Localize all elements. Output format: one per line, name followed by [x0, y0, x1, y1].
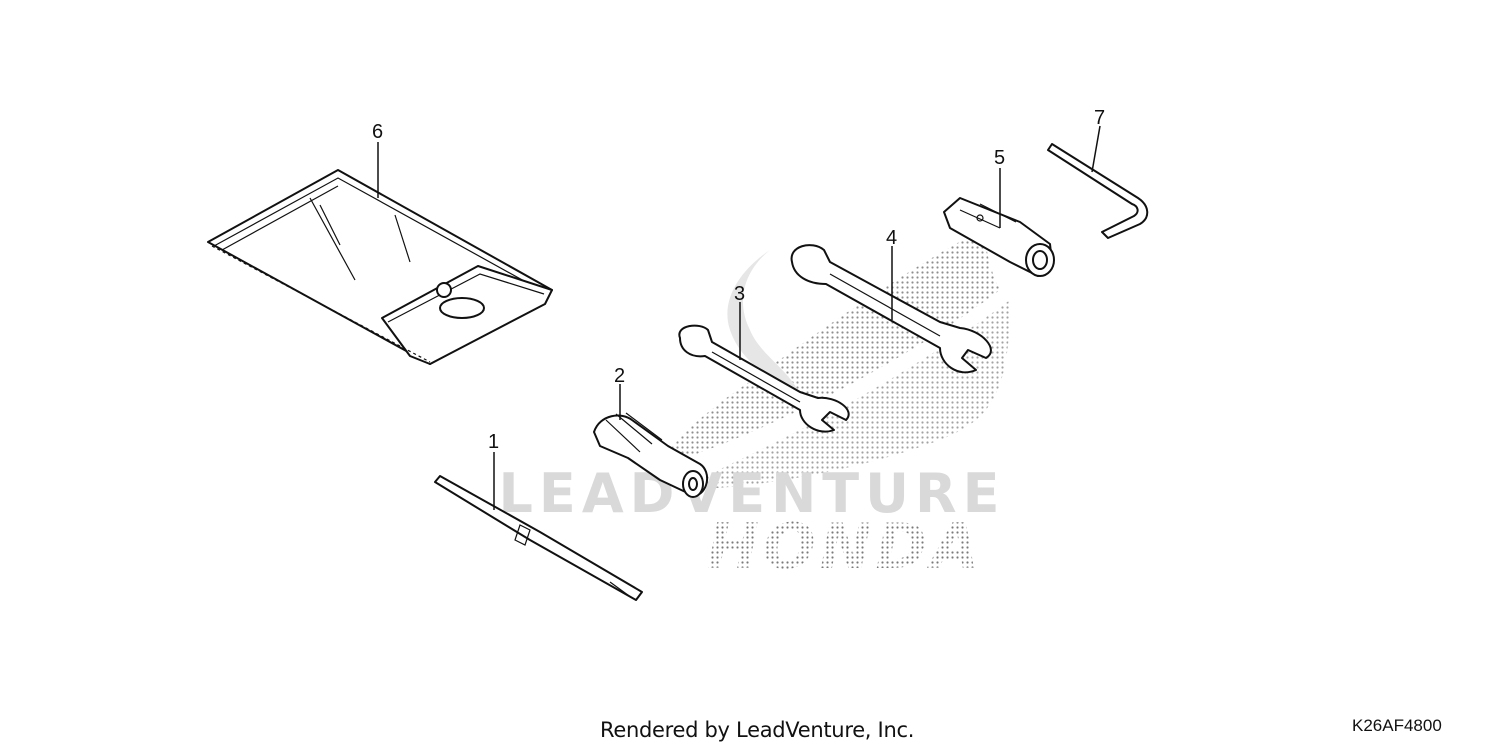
leader-lines [377, 125, 1101, 510]
leadventure-watermark: LEADVENTURE [499, 462, 1006, 525]
callout-3[interactable]: 3 [734, 283, 745, 305]
callout-7[interactable]: 7 [1094, 107, 1105, 129]
watermark: LEADVENTURE HONDA [499, 228, 1010, 583]
callout-2[interactable]: 2 [614, 365, 625, 387]
screwdriver-blade-icon[interactable] [434, 475, 643, 601]
callout-1[interactable]: 1 [488, 431, 499, 453]
screwdriver-handle-icon[interactable] [593, 412, 709, 498]
spark-plug-socket-wrench-icon[interactable] [943, 197, 1055, 277]
callout-4[interactable]: 4 [886, 227, 897, 249]
diagram-code: K26AF4800 [1352, 716, 1442, 735]
callout-6[interactable]: 6 [372, 121, 383, 143]
honda-wing-logo [660, 228, 1010, 490]
honda-watermark: HONDA [707, 510, 983, 583]
footer-credit: Rendered by LeadVenture, Inc. [600, 718, 915, 742]
hex-key-icon[interactable] [1047, 143, 1149, 239]
tool-bag-icon[interactable] [207, 169, 553, 365]
callouts: 1 2 3 4 5 6 7 [372, 107, 1105, 453]
callout-5[interactable]: 5 [994, 147, 1005, 169]
open-end-wrench-small-icon[interactable] [678, 324, 850, 433]
